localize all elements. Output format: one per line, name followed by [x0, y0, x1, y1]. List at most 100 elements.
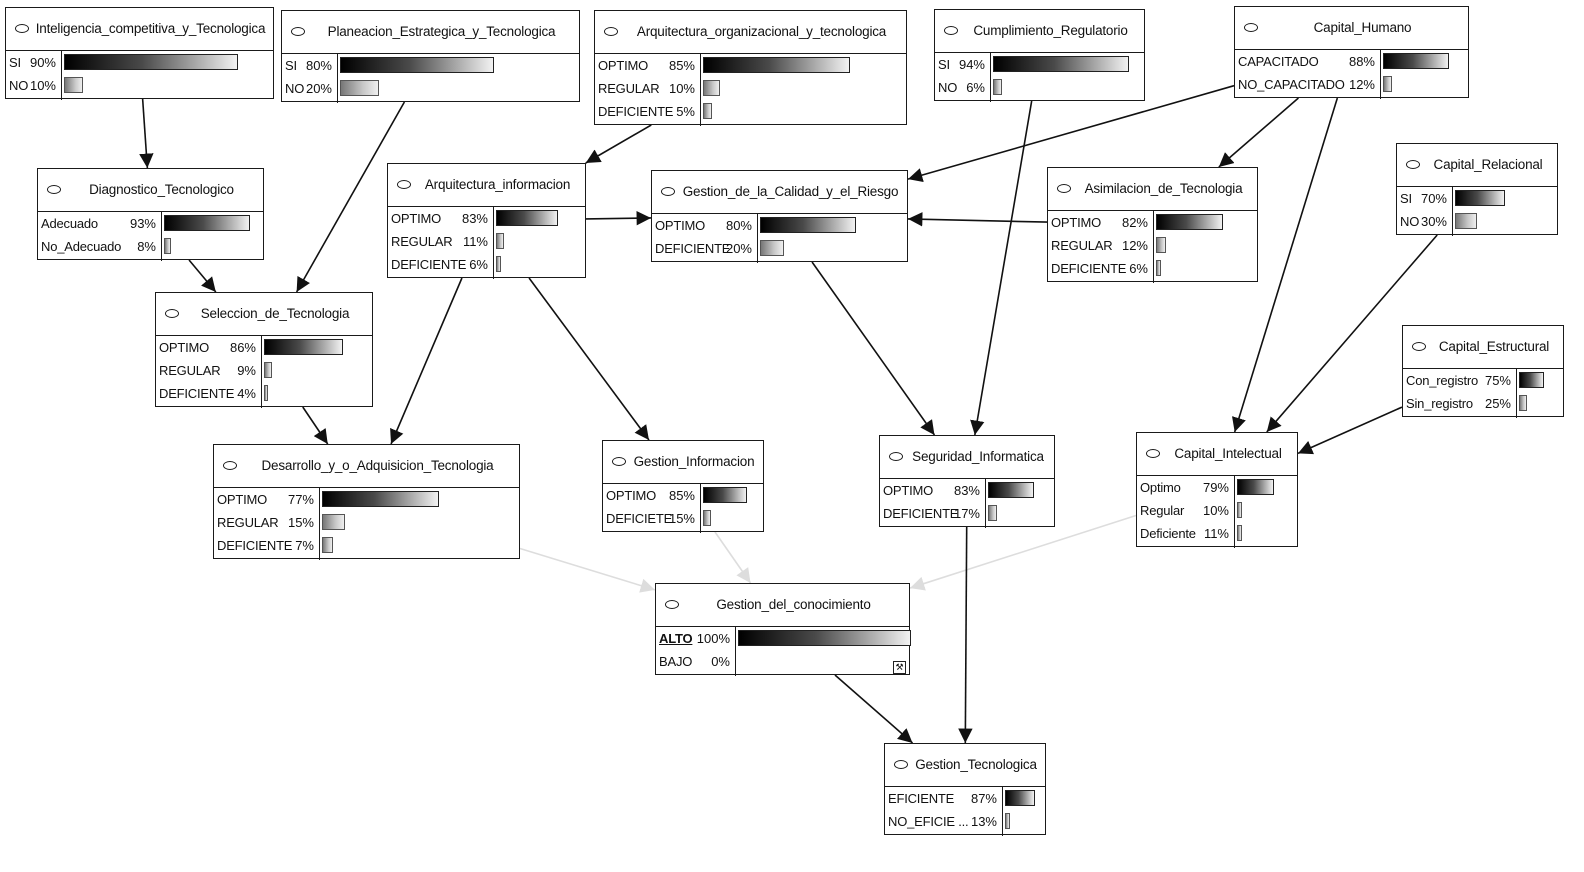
node-collapse-icon[interactable] — [223, 461, 237, 470]
node-collapse-icon[interactable] — [1412, 342, 1426, 351]
node-header[interactable]: Seleccion_de_Tecnologia — [156, 293, 372, 336]
node-header[interactable]: Capital_Estructural — [1403, 326, 1563, 369]
state-row[interactable]: NO_EFICIE ...13% — [885, 810, 1045, 833]
node-header[interactable]: Diagnostico_Tecnologico — [38, 169, 263, 212]
node-header[interactable]: Inteligencia_competitiva_y_Tecnologica — [6, 8, 273, 51]
node-collapse-icon[interactable] — [604, 27, 618, 36]
node-collapse-icon[interactable] — [165, 309, 179, 318]
node-header[interactable]: Arquitectura_organizacional_y_tecnologic… — [595, 11, 906, 54]
node-header[interactable]: Gestion_del_conocimiento — [656, 584, 909, 627]
node-header[interactable]: Capital_Humano — [1235, 7, 1468, 50]
node-header[interactable]: Gestion_de_la_Calidad_y_el_Riesgo — [652, 171, 907, 214]
node-header[interactable]: Asimilacion_de_Tecnologia — [1048, 168, 1257, 211]
node-collapse-icon[interactable] — [291, 27, 305, 36]
node-collapse-icon[interactable] — [47, 185, 61, 194]
node-header[interactable]: Seguridad_Informatica — [880, 436, 1054, 479]
node-header[interactable]: Desarrollo_y_o_Adquisicion_Tecnologia — [214, 445, 519, 488]
node-header[interactable]: Cumplimiento_Regulatorio — [935, 10, 1144, 53]
column-divider — [261, 336, 262, 408]
evidence-icon[interactable]: ⚒ — [893, 661, 906, 674]
node-collapse-icon[interactable] — [1146, 449, 1160, 458]
node-collapse-icon[interactable] — [397, 180, 411, 189]
node-collapse-icon[interactable] — [665, 600, 679, 609]
node-collapse-icon[interactable] — [1057, 184, 1071, 193]
node-collapse-icon[interactable] — [944, 26, 958, 35]
node-header[interactable]: Gestion_Informacion — [603, 441, 763, 484]
node-collapse-icon[interactable] — [1244, 23, 1258, 32]
node-aot[interactable]: Arquitectura_organizacional_y_tecnologic… — [594, 10, 907, 126]
probability-bar — [738, 630, 911, 646]
node-collapse-icon[interactable] — [612, 457, 626, 466]
node-header[interactable]: Gestion_Tecnologica — [885, 744, 1045, 787]
node-collapse-icon[interactable] — [894, 760, 908, 769]
node-collapse-icon[interactable] — [889, 452, 903, 461]
node-header[interactable]: Capital_Intelectual — [1137, 433, 1297, 476]
node-collapse-icon[interactable] — [15, 24, 29, 33]
node-header[interactable]: Arquitectura_informacion — [388, 164, 585, 207]
node-header[interactable]: Capital_Relacional — [1397, 144, 1557, 187]
node-collapse-icon[interactable] — [661, 187, 675, 196]
probability-bar — [1156, 237, 1166, 253]
node-header[interactable]: Planeacion_Estrategica_y_Tecnologica — [282, 11, 579, 54]
node-collapse-icon[interactable] — [1406, 160, 1420, 169]
